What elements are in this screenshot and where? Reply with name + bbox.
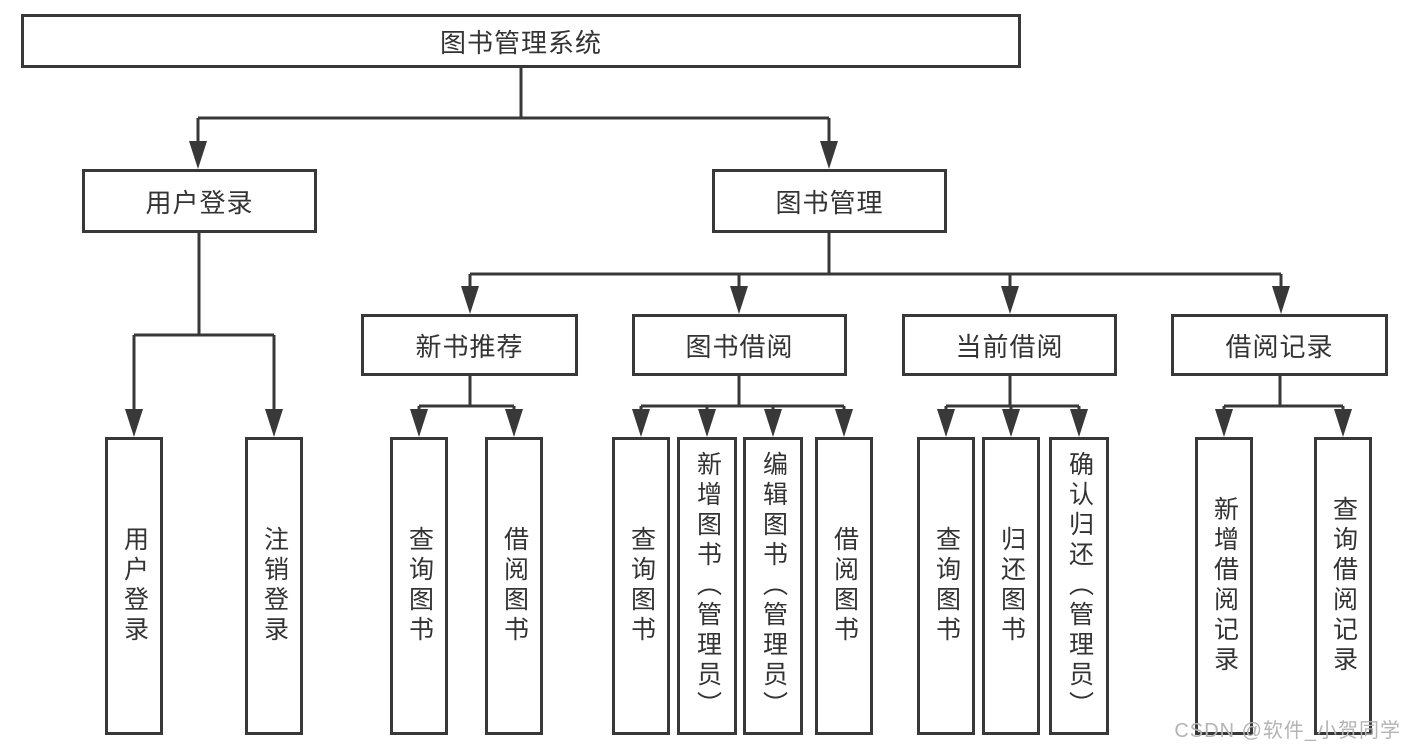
connector-book-management	[461, 233, 1290, 314]
connector-book-borrow	[632, 376, 853, 437]
node-book-management: 图书管理	[712, 169, 947, 233]
leaf-return-books: 归还图书	[982, 437, 1040, 735]
connector-user-login	[125, 233, 283, 437]
arrow-down-icon	[265, 409, 283, 437]
connector-new-book-recommend	[410, 376, 523, 437]
arrow-down-icon	[730, 286, 748, 314]
arrow-down-icon	[1334, 409, 1352, 437]
leaf-add-books-admin: 新增图书（管理员）	[677, 437, 737, 735]
arrow-down-icon	[125, 409, 143, 437]
connector-line	[196, 68, 831, 145]
node-user-login: 用户登录	[82, 169, 317, 233]
arrow-down-icon	[410, 409, 428, 437]
arrow-down-icon	[835, 409, 853, 437]
connector-line	[468, 233, 1283, 290]
leaf-edit-books-admin: 编辑图书（管理员）	[743, 437, 803, 735]
connector-current-borrow	[937, 376, 1088, 437]
leaf-add-borrow-record: 新增借阅记录	[1195, 437, 1253, 735]
connector-line	[944, 376, 1081, 412]
arrow-down-icon	[189, 141, 207, 169]
leaf-logout: 注销登录	[245, 437, 303, 735]
connector-root	[189, 68, 838, 169]
leaf-user-login: 用户登录	[105, 437, 163, 735]
leaf-query-books-2: 查询图书	[612, 437, 670, 735]
arrow-down-icon	[1002, 409, 1020, 437]
leaf-query-books-3: 查询图书	[917, 437, 975, 735]
arrow-down-icon	[505, 409, 523, 437]
connector-borrow-records	[1215, 376, 1352, 437]
leaf-borrow-books-1: 借阅图书	[485, 437, 543, 735]
connector-line	[417, 376, 516, 412]
arrow-down-icon	[1272, 286, 1290, 314]
node-book-borrow: 图书借阅	[632, 314, 847, 376]
arrow-down-icon	[937, 409, 955, 437]
csdn-watermark: CSDN @软件_小贺同学	[1174, 720, 1401, 742]
leaf-borrow-books-2: 借阅图书	[815, 437, 873, 735]
node-borrow-records: 借阅记录	[1171, 314, 1388, 376]
arrow-down-icon	[1215, 409, 1233, 437]
arrow-down-icon	[698, 409, 716, 437]
arrow-down-icon	[764, 409, 782, 437]
arrow-down-icon	[461, 286, 479, 314]
arrow-down-icon	[632, 409, 650, 437]
arrow-down-icon	[820, 141, 838, 169]
leaf-query-books-1: 查询图书	[390, 437, 448, 735]
connector-line	[132, 233, 276, 412]
node-current-borrow: 当前借阅	[902, 314, 1117, 376]
arrow-down-icon	[1070, 409, 1088, 437]
leaf-confirm-return-admin: 确认归还（管理员）	[1049, 437, 1109, 735]
connector-line	[1222, 376, 1345, 412]
leaf-query-borrow-record: 查询借阅记录	[1314, 437, 1372, 735]
node-library-system: 图书管理系统	[21, 14, 1021, 68]
arrow-down-icon	[1001, 286, 1019, 314]
node-new-book-recommend: 新书推荐	[361, 314, 578, 376]
connector-line	[639, 376, 846, 412]
